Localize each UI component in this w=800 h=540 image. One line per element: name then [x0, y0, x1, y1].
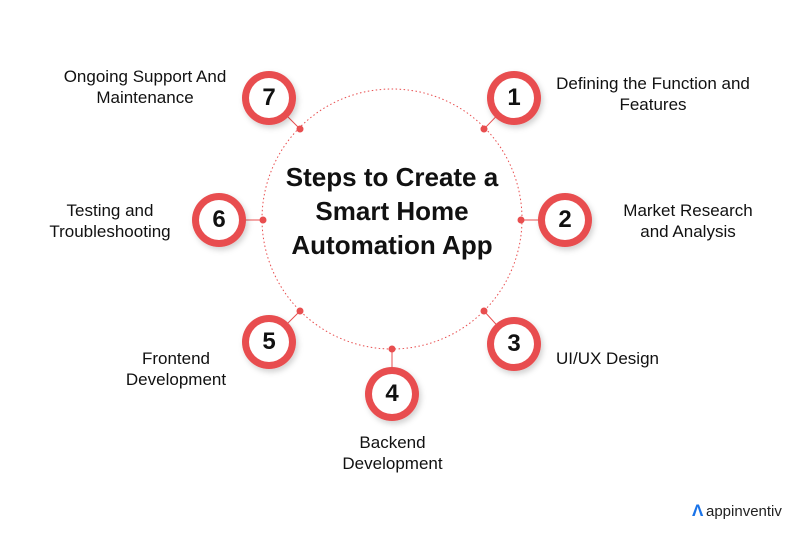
step-1-badge-inner — [494, 78, 534, 118]
step-3-number: 3 — [507, 330, 521, 357]
step-1-dot — [480, 125, 488, 133]
step-7-badge-inner — [249, 78, 289, 118]
diagram-title: Steps to Create a Smart Home Automation … — [285, 162, 499, 260]
step-1-number: 1 — [507, 84, 521, 111]
step-1-label: Defining the Function and Features — [556, 74, 750, 114]
step-3-label: UI/UX Design — [556, 349, 659, 368]
step-4-number: 4 — [385, 380, 399, 407]
step-3-dot — [480, 307, 488, 315]
step-6-number: 6 — [212, 206, 226, 233]
step-5-label: Frontend Development — [125, 349, 227, 389]
step-7-number: 7 — [262, 84, 276, 111]
appinventiv-logo-icon: Λ — [692, 501, 704, 520]
step-5-number: 5 — [262, 328, 276, 355]
brand-name: appinventiv — [706, 503, 782, 520]
step-2-number: 2 — [558, 206, 572, 233]
step-4-badge-inner — [372, 374, 412, 414]
step-6-label: Testing and Troubleshooting — [49, 201, 171, 241]
step-5-dot — [296, 307, 304, 315]
step-7-dot — [296, 125, 304, 133]
step-7-label: Ongoing Support And Maintenance — [63, 67, 227, 107]
step-2-dot — [517, 216, 525, 224]
step-6-badge-inner — [199, 200, 239, 240]
step-4-label: Backend Development — [342, 433, 443, 473]
step-5-badge-inner — [249, 322, 289, 362]
step-4-dot — [388, 345, 396, 353]
step-3-badge-inner — [494, 324, 534, 364]
step-2-label: Market Research and Analysis — [623, 201, 753, 241]
brand-logo: Λ appinventiv — [692, 501, 782, 520]
step-2-badge-inner — [545, 200, 585, 240]
step-6-dot — [259, 216, 267, 224]
